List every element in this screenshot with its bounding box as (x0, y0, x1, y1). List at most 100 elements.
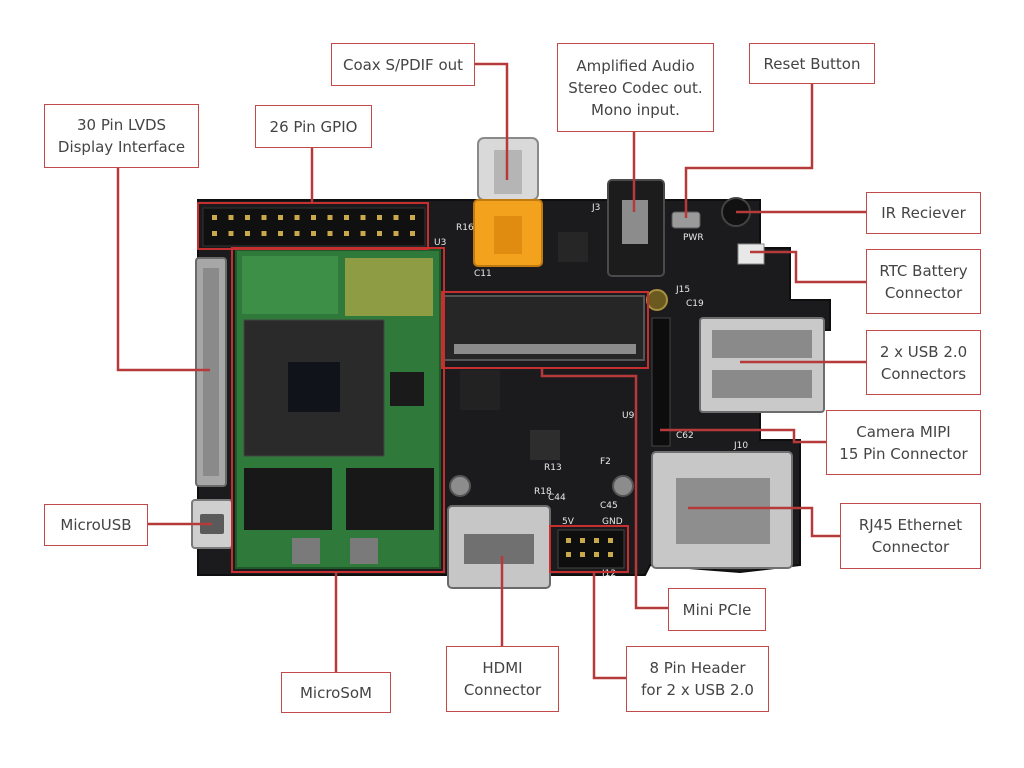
gpio-pin (410, 231, 415, 236)
usb-port-lower (712, 370, 812, 398)
gpio-pin (344, 215, 349, 220)
silkscreen-labels: U3 R16 J3 PWR J15 C19 J10 5V GND J12 C11… (434, 203, 748, 579)
silk-label: U3 (434, 238, 446, 248)
usb-header-pin (594, 552, 599, 557)
callout-usb-header: 8 Pin Header for 2 x USB 2.0 (626, 646, 769, 712)
callout-coax-spdif: Coax S/PDIF out (331, 43, 475, 86)
callout-audio: Amplified Audio Stereo Codec out. Mono i… (557, 43, 714, 132)
gpio-pin (410, 215, 415, 220)
silk-label: C44 (548, 493, 566, 503)
inductor (292, 538, 320, 564)
mini-pcie-highlight (441, 291, 649, 369)
leader-line-lvds (116, 168, 210, 372)
gpio-pin (228, 215, 234, 220)
silk-label: J3 (591, 203, 600, 213)
gpio-pin (311, 231, 316, 236)
silk-label: C11 (474, 269, 492, 279)
mini-pcie-contacts (454, 344, 636, 354)
callout-usb-connectors: 2 x USB 2.0 Connectors (866, 330, 981, 395)
microsom-components (242, 256, 338, 314)
gpio-header-body (202, 207, 426, 247)
silk-label: GND (602, 517, 623, 527)
usb-header-highlight (549, 525, 629, 573)
callout-rj45-ethernet: RJ45 Ethernet Connector (840, 503, 981, 569)
inductor (350, 538, 378, 564)
gpio-pin (377, 231, 382, 236)
usb-header-pin (566, 552, 571, 557)
gpio-pin (327, 215, 333, 220)
codec-chip (558, 232, 588, 262)
usb-header-pin (580, 552, 585, 557)
gpio-pin (360, 231, 366, 236)
callout-camera-mipi: Camera MIPI 15 Pin Connector (826, 410, 981, 475)
rj45-opening (676, 478, 770, 544)
usb-8pin-header (557, 529, 625, 569)
silk-label: J15 (675, 285, 690, 295)
soc-die (288, 362, 340, 412)
mounting-hole (612, 475, 634, 497)
silk-label: C62 (676, 431, 694, 441)
callout-hdmi: HDMI Connector (446, 646, 559, 712)
gpio-pin (212, 215, 217, 220)
gpio-pin (344, 231, 349, 236)
gpio-pin (245, 231, 250, 236)
usb-port-upper (712, 330, 812, 358)
callout-reset-button: Reset Button (749, 43, 875, 84)
gpio-pin (377, 215, 382, 220)
gpio-pin (261, 231, 267, 236)
rtc-battery-part (737, 243, 765, 265)
callout-lvds-display: 30 Pin LVDS Display Interface (44, 104, 199, 168)
leader-line-pcie (540, 368, 668, 610)
leader-line-usbheader (592, 572, 626, 680)
silk-label: R16 (456, 223, 474, 233)
gpio-pin (212, 231, 217, 236)
microsom-highlight (231, 247, 445, 573)
callout-rtc-battery: RTC Battery Connector (866, 249, 981, 314)
callout-microsom: MicroSoM (281, 672, 391, 713)
highlight-outlines (197, 202, 649, 573)
leader-line-camera (660, 428, 826, 444)
usb-header-pin (580, 538, 585, 543)
silk-label: R13 (544, 463, 562, 473)
gpio-pin (278, 215, 283, 220)
gpio-pin (311, 215, 316, 220)
usb-header-pins (566, 538, 613, 557)
gpio-header (202, 207, 426, 247)
silk-label: U9 (622, 411, 635, 421)
usb-header-pin (594, 538, 599, 543)
camera-mipi-connector (651, 317, 671, 447)
silk-label: J12 (601, 569, 616, 579)
silk-label: C45 (600, 501, 618, 511)
spdif-jack-detail (494, 216, 522, 254)
silk-label: PWR (683, 233, 704, 243)
callout-gpio: 26 Pin GPIO (255, 105, 372, 148)
leader-line-ethernet (688, 506, 840, 538)
gpio-pin (228, 231, 234, 236)
microsom-module (235, 249, 441, 569)
gpio-pin (245, 215, 250, 220)
leader-lines (116, 62, 866, 680)
leader-line-rtc (750, 250, 866, 284)
silk-label: 5V (562, 517, 575, 527)
gpio-pins (212, 215, 415, 236)
callout-mini-pcie: Mini PCIe (668, 588, 766, 631)
gpio-pin (360, 215, 366, 220)
lvds-connector-slot (203, 268, 219, 476)
gpio-pin (261, 215, 267, 220)
gpio-pin (294, 231, 300, 236)
gpio-pin (393, 215, 399, 220)
callout-microusb: MicroUSB (44, 504, 148, 546)
gpio-pin (327, 231, 333, 236)
usb-header-pin (608, 552, 613, 557)
gpio-pin (393, 231, 399, 236)
board-chip (530, 430, 560, 460)
ram-chip (244, 468, 332, 530)
ram-chip (346, 468, 434, 530)
gpio-pin (278, 231, 283, 236)
gpio-pin (294, 215, 300, 220)
hdmi-port-opening (464, 534, 534, 564)
callout-ir-receiver: IR Reciever (866, 192, 981, 234)
soc-chip (243, 319, 385, 457)
